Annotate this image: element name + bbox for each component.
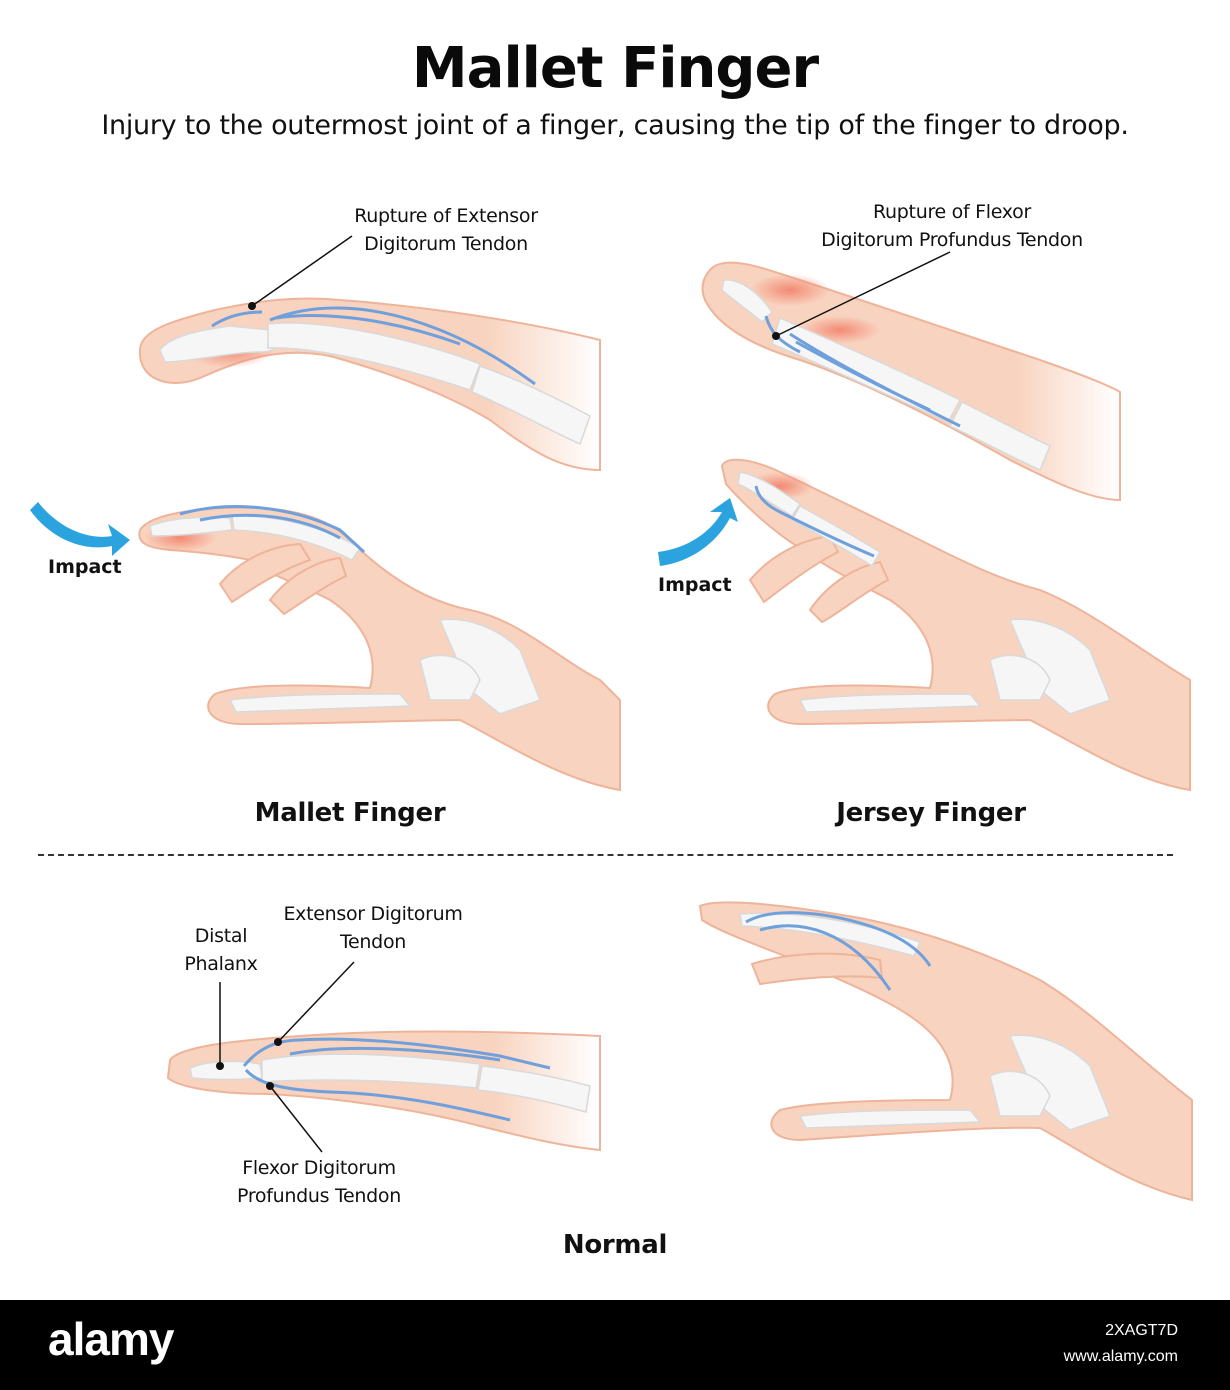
jersey-rupture-label-line2: Digitorum Profundus Tendon [821,229,1083,251]
jersey-finger-hand [658,458,1191,792]
jersey-section-title: Jersey Finger [836,798,1026,828]
jersey-rupture-label-line1: Rupture of Flexor [873,201,1031,223]
mallet-finger-closeup [138,235,601,472]
normal-hand [698,901,1193,1202]
impact-arrow-icon [658,498,738,566]
normal-finger-closeup [166,961,601,1153]
footer-logo: alamy [48,1313,174,1365]
footer-image-code: 2XAGT7D [1105,1322,1178,1339]
jersey-impact-label: Impact [658,574,732,596]
mallet-rupture-label-line1: Rupture of Extensor [354,205,538,227]
footer-url: www.alamy.com [1063,1348,1178,1365]
watermark-footer: alamy 2XAGT7D www.alamy.com [0,1300,1230,1390]
extensor-tendon-label-line2: Tendon [339,931,407,953]
page-subtitle: Injury to the outermost joint of a finge… [101,110,1129,141]
mallet-rupture-label: Rupture of Extensor Digitorum Tendon [316,202,576,258]
flexor-tendon-label-line1: Flexor Digitorum [242,1157,396,1179]
mallet-rupture-label-line2: Digitorum Tendon [364,233,528,255]
jersey-rupture-label: Rupture of Flexor Digitorum Profundus Te… [800,198,1104,254]
distal-phalanx-label-line1: Distal [194,925,248,947]
jersey-finger-closeup [701,251,1121,502]
distal-phalanx-label: Distal Phalanx [166,922,276,978]
flexor-tendon-label: Flexor Digitorum Profundus Tendon [214,1154,424,1210]
mallet-impact-label: Impact [48,556,122,578]
flexor-tendon-label-line2: Profundus Tendon [237,1185,401,1207]
extensor-tendon-label: Extensor Digitorum Tendon [266,900,480,956]
distal-phalanx-label-line2: Phalanx [184,953,258,975]
page-title: Mallet Finger [411,36,819,101]
mallet-section-title: Mallet Finger [254,798,446,828]
impact-arrow-icon [30,502,130,556]
section-divider [38,854,1173,856]
extensor-tendon-label-line1: Extensor Digitorum [283,903,463,925]
mallet-finger-hand [30,502,621,792]
normal-section-title: Normal [562,1230,668,1260]
